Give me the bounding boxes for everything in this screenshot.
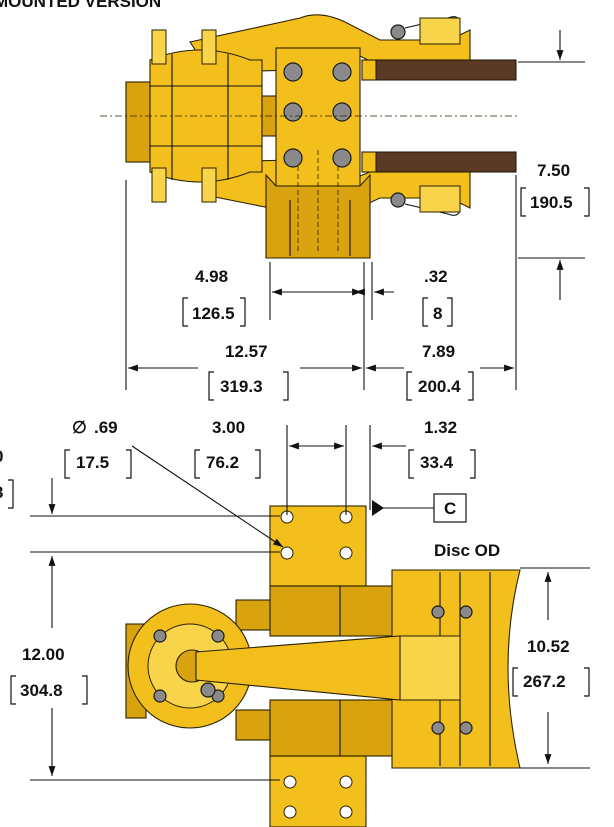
dim-1-32-mm: 33.4: [420, 453, 454, 472]
drawing-title: MOUNTED VERSION: [0, 0, 161, 11]
dim-7-89-mm: 200.4: [418, 377, 461, 396]
dim-0-69-mm: 17.5: [76, 453, 109, 472]
dim-12-57-mm: 319.3: [220, 377, 263, 396]
dim-cut-mm: 3: [0, 483, 3, 502]
dim-0-32-mm: 8: [433, 304, 442, 323]
top-view-dimensions: 4.98 126.5 .32 8 7.50 190.5 12.57 319.3 …: [125, 30, 590, 401]
dim-3-00-mm: 76.2: [206, 453, 239, 472]
dim-3-00-in: 3.00: [212, 418, 245, 437]
dim-12-00-mm: 304.8: [20, 681, 63, 700]
diameter-symbol: ∅: [72, 418, 87, 437]
dim-4-98-in: 4.98: [195, 267, 228, 286]
dim-1-32-in: 1.32: [424, 418, 457, 437]
dim-7-50-in: 7.50: [537, 161, 570, 180]
dim-cut-in: 0: [0, 447, 3, 466]
dim-12-57-in: 12.57: [225, 342, 268, 361]
dim-12-00-in: 12.00: [22, 645, 65, 664]
dim-7-89-in: 7.89: [422, 342, 455, 361]
section-c-box: [433, 493, 467, 523]
dim-7-50-mm: 190.5: [530, 193, 573, 212]
bottom-view-caliper: [125, 505, 521, 827]
bottom-view-dimensions: 0 3 12.00 304.8 10.52 267.2 ∅ .69 17.5 3…: [0, 418, 590, 781]
dim-0-69-in: .69: [94, 418, 118, 437]
disc-od-label: Disc OD: [434, 541, 500, 560]
dim-10-52-in: 10.52: [527, 637, 570, 656]
dim-10-52-mm: 267.2: [523, 672, 566, 691]
top-view-caliper: [100, 14, 520, 259]
section-c-label: C: [444, 499, 456, 518]
dim-0-32-in: .32: [424, 267, 448, 286]
dim-4-98-mm: 126.5: [192, 304, 235, 323]
